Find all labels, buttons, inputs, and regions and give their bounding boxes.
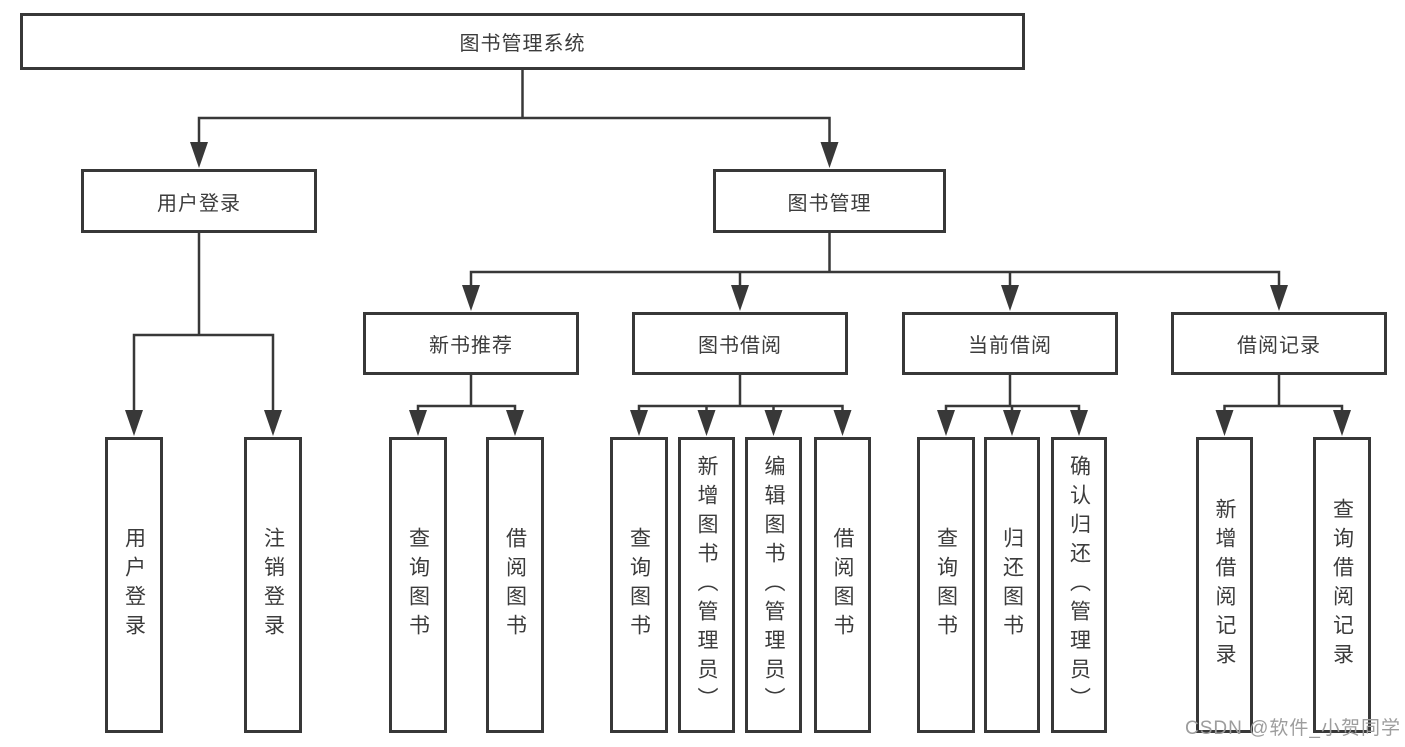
leaf-borrow-books: 借阅图书 xyxy=(814,437,871,733)
leaf-logout: 注销登录 xyxy=(244,437,302,733)
leaf-borrow-books-recommend: 借阅图书 xyxy=(486,437,544,733)
leaf-add-borrow-record: 新增借阅记录 xyxy=(1196,437,1253,733)
leaf-query-borrow-record: 查询借阅记录 xyxy=(1313,437,1371,733)
node-book-borrowing: 图书借阅 xyxy=(632,312,848,375)
node-new-book-recommend: 新书推荐 xyxy=(363,312,579,375)
node-borrowing-records: 借阅记录 xyxy=(1171,312,1387,375)
leaf-edit-books-admin: 编辑图书（管理员） xyxy=(745,437,802,733)
node-library-management-system: 图书管理系统 xyxy=(20,13,1025,70)
leaf-user-login: 用户登录 xyxy=(105,437,163,733)
watermark: CSDN @软件_小贺同学 xyxy=(1185,718,1401,739)
leaf-query-books-borrowing: 查询图书 xyxy=(610,437,668,733)
node-current-borrowing: 当前借阅 xyxy=(902,312,1118,375)
leaf-return-books: 归还图书 xyxy=(984,437,1040,733)
node-book-management: 图书管理 xyxy=(713,169,946,233)
node-user-login: 用户登录 xyxy=(81,169,317,233)
leaf-confirm-return-admin: 确认归还（管理员） xyxy=(1051,437,1107,733)
leaf-add-books-admin: 新增图书（管理员） xyxy=(678,437,735,733)
leaf-query-books-recommend: 查询图书 xyxy=(389,437,447,733)
leaf-query-books-current: 查询图书 xyxy=(917,437,975,733)
